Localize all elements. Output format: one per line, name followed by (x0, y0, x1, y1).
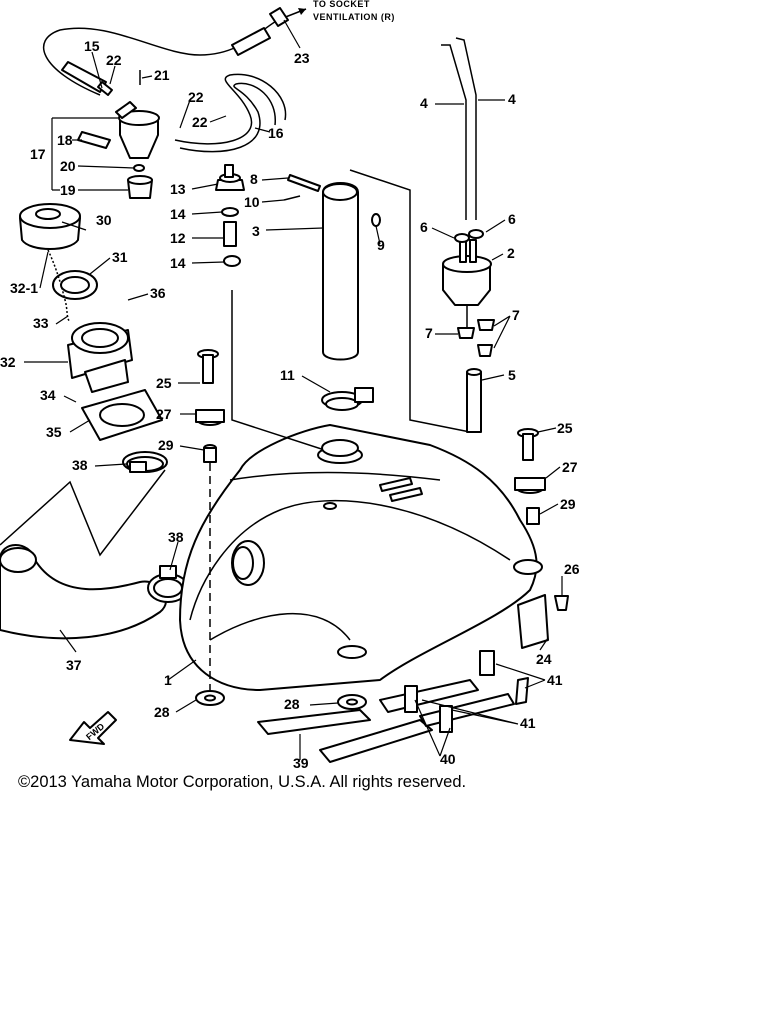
leader-lines (24, 19, 563, 760)
vent-hose (42, 7, 289, 96)
callout-29b: 29 (560, 496, 576, 512)
tank-pads (257, 650, 529, 763)
ventilation-note-line2: VENTILATION (R) (313, 12, 395, 22)
callout-20: 20 (60, 158, 76, 174)
callout-40: 40 (440, 751, 456, 767)
callout-33: 33 (33, 315, 49, 331)
callout-38b: 38 (168, 529, 184, 545)
callout-28b: 28 (284, 696, 300, 712)
fuel-cap (19, 203, 98, 323)
ventilation-note-line1: TO SOCKET (313, 0, 370, 9)
callout-19: 19 (60, 182, 76, 198)
callout-41a: 41 (547, 672, 563, 688)
small-fittings (215, 164, 381, 267)
callout-8: 8 (250, 171, 258, 187)
callout-12: 12 (170, 230, 186, 246)
callout-3: 3 (252, 223, 260, 239)
neck-gasket (81, 389, 163, 441)
filler-hose (0, 469, 167, 640)
callout-23: 23 (294, 50, 310, 66)
callout-22c: 22 (192, 114, 208, 130)
callout-4a: 4 (420, 95, 428, 111)
callout-7b: 7 (512, 307, 520, 323)
callout-22b: 22 (188, 89, 204, 105)
callout-29a: 29 (158, 437, 174, 453)
callout-14b: 14 (170, 255, 186, 271)
callout-21: 21 (154, 67, 170, 83)
callout-15: 15 (84, 38, 100, 54)
callout-30: 30 (96, 212, 112, 228)
callout-6a: 6 (420, 219, 428, 235)
callout-37: 37 (66, 657, 82, 673)
mount-hardware-left (195, 349, 225, 463)
forward-arrow: FWD (69, 711, 117, 745)
callout-32: 32 (0, 354, 16, 370)
callout-41b: 41 (520, 715, 536, 731)
callout-25b: 25 (557, 420, 573, 436)
callout-26: 26 (564, 561, 580, 577)
callout-11: 11 (280, 367, 295, 383)
filler-neck (67, 322, 133, 393)
fuel-tank (179, 290, 543, 691)
tank-washers (195, 690, 367, 710)
callout-2: 2 (507, 245, 515, 261)
callout-5: 5 (508, 367, 516, 383)
callout-25a: 25 (156, 375, 172, 391)
callout-36: 36 (150, 285, 166, 301)
callout-27a: 27 (156, 406, 172, 422)
callout-27b: 27 (562, 459, 578, 475)
fuel-pipe (321, 169, 471, 457)
callout-35: 35 (46, 424, 62, 440)
callout-16: 16 (268, 125, 284, 141)
fuel-sender (441, 37, 495, 433)
callout-38a: 38 (72, 457, 88, 473)
callout-18: 18 (57, 132, 73, 148)
callout-22a: 22 (106, 52, 122, 68)
callout-14a: 14 (170, 206, 186, 222)
callout-34: 34 (40, 387, 56, 403)
ventilation-note: TO SOCKET VENTILATION (R) (282, 0, 395, 22)
callout-13: 13 (170, 181, 186, 197)
callout-6b: 6 (508, 211, 516, 227)
callout-4b: 4 (508, 91, 516, 107)
callout-9: 9 (377, 237, 385, 253)
callout-32-1: 32-1 (10, 280, 38, 296)
copyright-notice: ©2013 Yamaha Motor Corporation, U.S.A. A… (18, 773, 467, 791)
filter-assembly (77, 70, 160, 199)
callout-10: 10 (244, 194, 260, 210)
callout-17: 17 (30, 146, 46, 162)
callout-7a: 7 (425, 325, 433, 341)
callout-1: 1 (164, 672, 172, 688)
ventilation-arrowhead (298, 8, 306, 15)
hose-clamp-upper (122, 451, 168, 473)
tank-bracket (517, 594, 569, 649)
callout-28a: 28 (154, 704, 170, 720)
fuel-tank-exploded-diagram: TO SOCKET VENTILATION (R) (0, 0, 580, 771)
callout-24: 24 (536, 651, 552, 667)
vent-hose-16 (174, 73, 287, 153)
callout-labels: 1 2 3 4 4 5 6 6 7 7 8 9 10 11 12 13 14 1… (0, 38, 580, 771)
hose-clamp-lower (147, 565, 189, 603)
callout-39: 39 (293, 755, 309, 771)
mount-hardware-right (514, 428, 546, 525)
callout-31: 31 (112, 249, 128, 265)
